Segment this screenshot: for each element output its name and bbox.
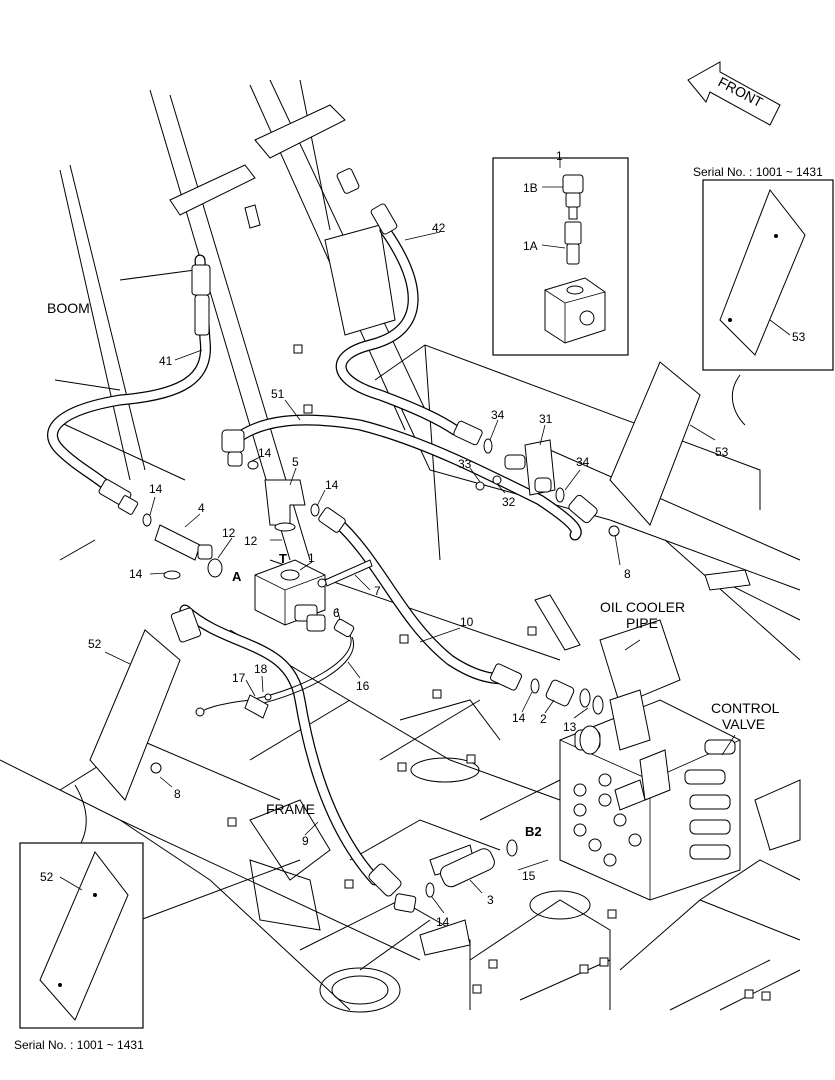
boom-label: BOOM xyxy=(47,300,90,316)
control-valve-label-1: CONTROL xyxy=(711,700,780,716)
oil-cooler-label-1: OIL COOLER xyxy=(600,599,685,615)
callout-8b: 8 xyxy=(174,787,181,801)
callout-52-inset: 52 xyxy=(40,870,54,884)
callout-18: 18 xyxy=(254,662,268,676)
callout-14b: 14 xyxy=(325,478,339,492)
callout-6: 6 xyxy=(333,606,340,620)
callout-7: 7 xyxy=(374,584,381,598)
leader-lines xyxy=(104,231,736,914)
callout-34a: 34 xyxy=(491,408,505,422)
hoses xyxy=(47,224,582,886)
callout-4: 4 xyxy=(198,501,205,515)
serial-bottom-label: Serial No. : 1001 ~ 1431 xyxy=(14,1038,144,1052)
callout-10: 10 xyxy=(460,615,474,629)
callout-31: 31 xyxy=(539,412,553,426)
callout-12b: 12 xyxy=(244,534,258,548)
oil-cooler-label-2: PIPE xyxy=(626,615,658,631)
callout-33: 33 xyxy=(458,457,472,471)
callout-41: 41 xyxy=(159,354,173,368)
port-b2-label: B2 xyxy=(525,824,542,839)
inset-part-53 xyxy=(702,179,834,371)
callout-1-top: 1 xyxy=(556,149,563,163)
control-valve xyxy=(559,619,741,901)
callout-53-inset: 53 xyxy=(792,330,806,344)
callout-2: 2 xyxy=(540,712,547,726)
front-direction-arrow: FRONT xyxy=(687,61,781,126)
inset-part-52 xyxy=(19,842,144,1029)
callout-16: 16 xyxy=(356,679,370,693)
callout-5: 5 xyxy=(292,455,299,469)
port-a-label: A xyxy=(232,569,242,584)
callout-8a: 8 xyxy=(624,567,631,581)
serial-top-label: Serial No. : 1001 ~ 1431 xyxy=(693,165,823,179)
callout-1b: 1B xyxy=(523,181,538,195)
frame-label: FRAME xyxy=(266,801,315,817)
callout-14a: 14 xyxy=(258,446,272,460)
callout-14e: 14 xyxy=(512,711,526,725)
callout-12a: 12 xyxy=(222,526,236,540)
callout-42: 42 xyxy=(432,221,446,235)
inset-part-1 xyxy=(492,157,629,356)
callout-17: 17 xyxy=(232,671,246,685)
callout-14c: 14 xyxy=(149,482,163,496)
callout-51: 51 xyxy=(271,387,285,401)
callout-1a: 1A xyxy=(523,239,538,253)
callout-1: 1 xyxy=(308,551,315,565)
callout-34b: 34 xyxy=(576,455,590,469)
callout-15: 15 xyxy=(522,869,536,883)
callout-14f: 14 xyxy=(436,915,450,929)
callout-13: 13 xyxy=(563,720,577,734)
callout-14d: 14 xyxy=(129,567,143,581)
diagram-labels: BOOM FRAME OIL COOLER PIPE CONTROL VALVE… xyxy=(14,149,823,1052)
callout-53: 53 xyxy=(715,445,729,459)
control-valve-label-2: VALVE xyxy=(722,716,765,732)
callout-3: 3 xyxy=(487,893,494,907)
fittings xyxy=(74,168,746,913)
callout-32: 32 xyxy=(502,495,516,509)
port-t-label: T xyxy=(279,551,287,566)
callout-52: 52 xyxy=(88,637,102,651)
callout-9: 9 xyxy=(302,834,309,848)
